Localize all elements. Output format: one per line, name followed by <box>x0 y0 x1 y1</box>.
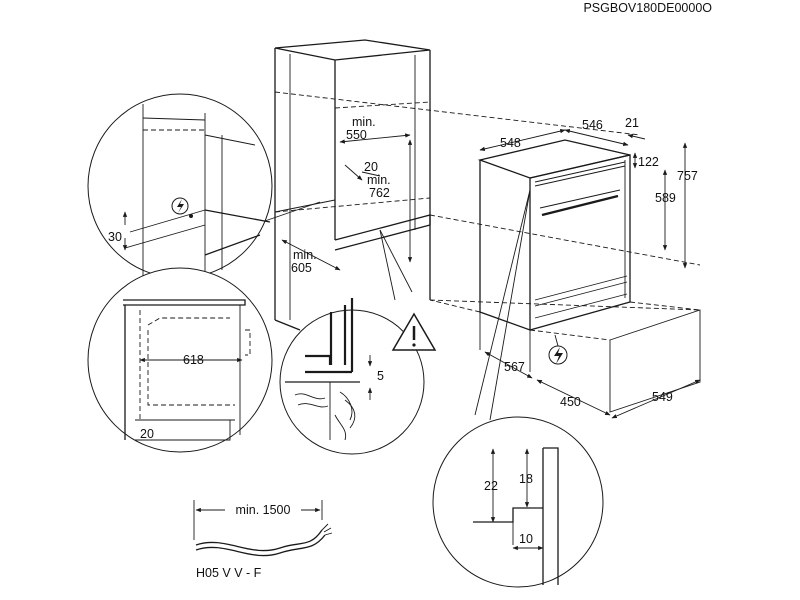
power-cable: min. 1500 H05 V V - F <box>193 500 333 580</box>
dim-450: 450 <box>560 395 581 409</box>
dim-122: 122 <box>638 155 659 169</box>
dim-618: 618 <box>183 353 204 367</box>
dim-20-base: 20 <box>140 427 154 441</box>
cable-type: H05 V V - F <box>196 566 262 580</box>
dim-10: 10 <box>519 532 533 546</box>
dim-30: 30 <box>108 230 122 244</box>
dim-567: 567 <box>504 360 525 374</box>
dim-22: 22 <box>484 479 498 493</box>
cabinet <box>261 39 701 331</box>
drawing-code: PSGBOV180DE0000O <box>583 1 712 15</box>
dim-5: 5 <box>377 369 384 383</box>
dim-min-550-a: min. <box>352 115 376 129</box>
detail-circle-door: 22 18 10 <box>432 416 604 588</box>
electrical-connection-icon <box>171 197 189 215</box>
dim-21: 21 <box>625 116 639 130</box>
dim-20-cabinet: 20 <box>364 160 378 174</box>
dim-18: 18 <box>519 472 533 486</box>
dim-min-762-a: min. <box>367 173 391 187</box>
detail-circle-gap: 5 <box>279 298 437 455</box>
dim-min-762-b: 762 <box>369 186 390 200</box>
cable-length: min. 1500 <box>236 503 291 517</box>
cabinet-dimensions: min. 550 min. 762 20 min. 605 <box>281 115 413 275</box>
electrical-connection-icon <box>548 334 568 365</box>
dim-589: 589 <box>655 191 676 205</box>
dim-548: 548 <box>500 136 521 150</box>
dim-min-550-b: 550 <box>346 128 367 142</box>
warning-triangle-icon <box>391 312 437 351</box>
dim-546: 546 <box>582 118 603 132</box>
dim-min-605-a: min. <box>293 248 317 262</box>
dim-min-605-b: 605 <box>291 261 312 275</box>
detail-circle-base: 618 20 <box>87 267 273 453</box>
oven <box>429 139 701 413</box>
detail-circle-socket: 30 <box>87 93 273 279</box>
dim-549: 549 <box>652 390 673 404</box>
dim-757: 757 <box>677 169 698 183</box>
oven-dimensions: 548 546 21 122 589 757 567 450 549 <box>479 116 701 419</box>
